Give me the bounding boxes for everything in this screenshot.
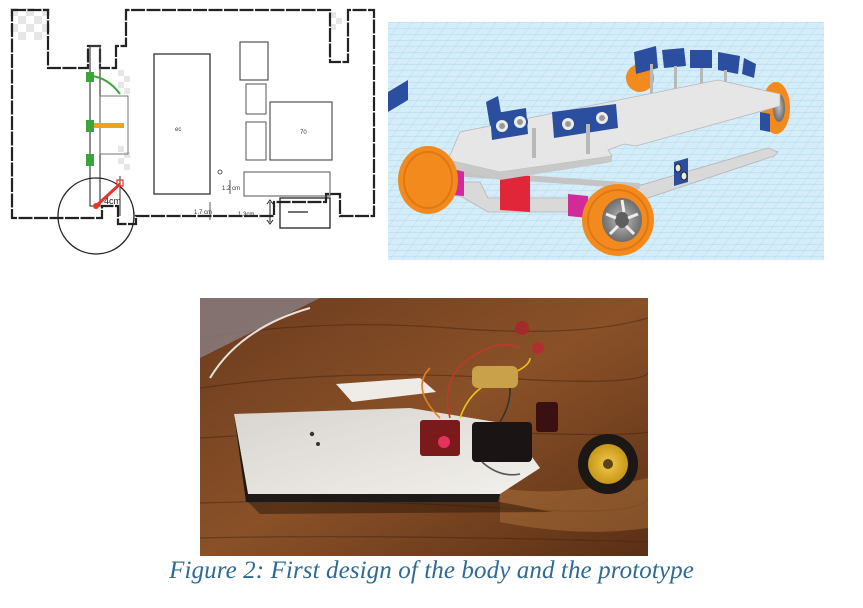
red-component-1 bbox=[515, 321, 529, 335]
marker-dot bbox=[217, 169, 223, 175]
right-block-label: 70 bbox=[300, 130, 307, 136]
dim-b-label: 1.7 cm bbox=[194, 210, 212, 216]
chassis-sketch-svg: ec 70 1.2 cm 1.7 cm 1.3cm 4cm bbox=[8, 6, 380, 258]
wheel-red-end bbox=[116, 179, 124, 187]
top-small-block bbox=[239, 41, 269, 81]
mid-small-block-2 bbox=[245, 121, 267, 161]
green-mark-1 bbox=[86, 72, 94, 82]
motor-red-center bbox=[500, 174, 530, 212]
front-sensor-array bbox=[486, 96, 618, 158]
front-right-wheel bbox=[582, 184, 654, 256]
arduino-board bbox=[472, 422, 532, 462]
side-sensor bbox=[674, 158, 688, 186]
wires bbox=[421, 343, 531, 476]
board-hole-2 bbox=[316, 442, 320, 446]
prototype-photo bbox=[199, 298, 654, 556]
drive-wheel bbox=[578, 434, 638, 494]
wheel-red-radius bbox=[94, 182, 122, 208]
center-block-label: ec bbox=[175, 127, 181, 133]
bottom-right-block bbox=[243, 171, 331, 197]
green-mark-2 bbox=[86, 120, 94, 132]
wheel-circle bbox=[57, 177, 135, 255]
chassis-sketch-figure: ec 70 1.2 cm 1.7 cm 1.3cm 4cm bbox=[8, 6, 380, 258]
red-component-2 bbox=[532, 342, 544, 354]
cable-white bbox=[209, 307, 311, 379]
center-block bbox=[153, 53, 211, 195]
board-shadow bbox=[248, 502, 552, 514]
figure-caption: Figure 2: First design of the body and t… bbox=[169, 557, 694, 584]
chassis-3d-render bbox=[388, 22, 824, 260]
dim-a-label: 1.2 cm bbox=[222, 186, 240, 192]
edge-sensor bbox=[388, 80, 408, 112]
right-rear-sensor bbox=[760, 112, 770, 132]
orange-bar bbox=[94, 123, 124, 128]
wheel-dim-label: 4cm bbox=[104, 196, 121, 206]
servo-block bbox=[536, 402, 558, 432]
green-mark-3 bbox=[86, 154, 94, 166]
board-hole-1 bbox=[309, 431, 315, 437]
mid-small-block-1 bbox=[245, 83, 267, 115]
motor-yellow bbox=[472, 366, 518, 388]
photo-svg bbox=[199, 298, 654, 556]
dim-c-label: 1.3cm bbox=[238, 212, 254, 218]
upper-plate-edge bbox=[448, 156, 612, 180]
dim-c-arrow bbox=[266, 199, 274, 225]
led-glow bbox=[438, 436, 450, 448]
front-left-wheel bbox=[398, 146, 458, 214]
battery-block bbox=[279, 197, 331, 229]
checker-pattern bbox=[10, 8, 342, 170]
right-block bbox=[269, 101, 333, 161]
wheel-red-center bbox=[93, 203, 99, 209]
green-wire bbox=[91, 75, 121, 95]
upper-board bbox=[336, 378, 436, 402]
render-svg bbox=[388, 22, 824, 260]
chassis-board bbox=[234, 408, 540, 494]
